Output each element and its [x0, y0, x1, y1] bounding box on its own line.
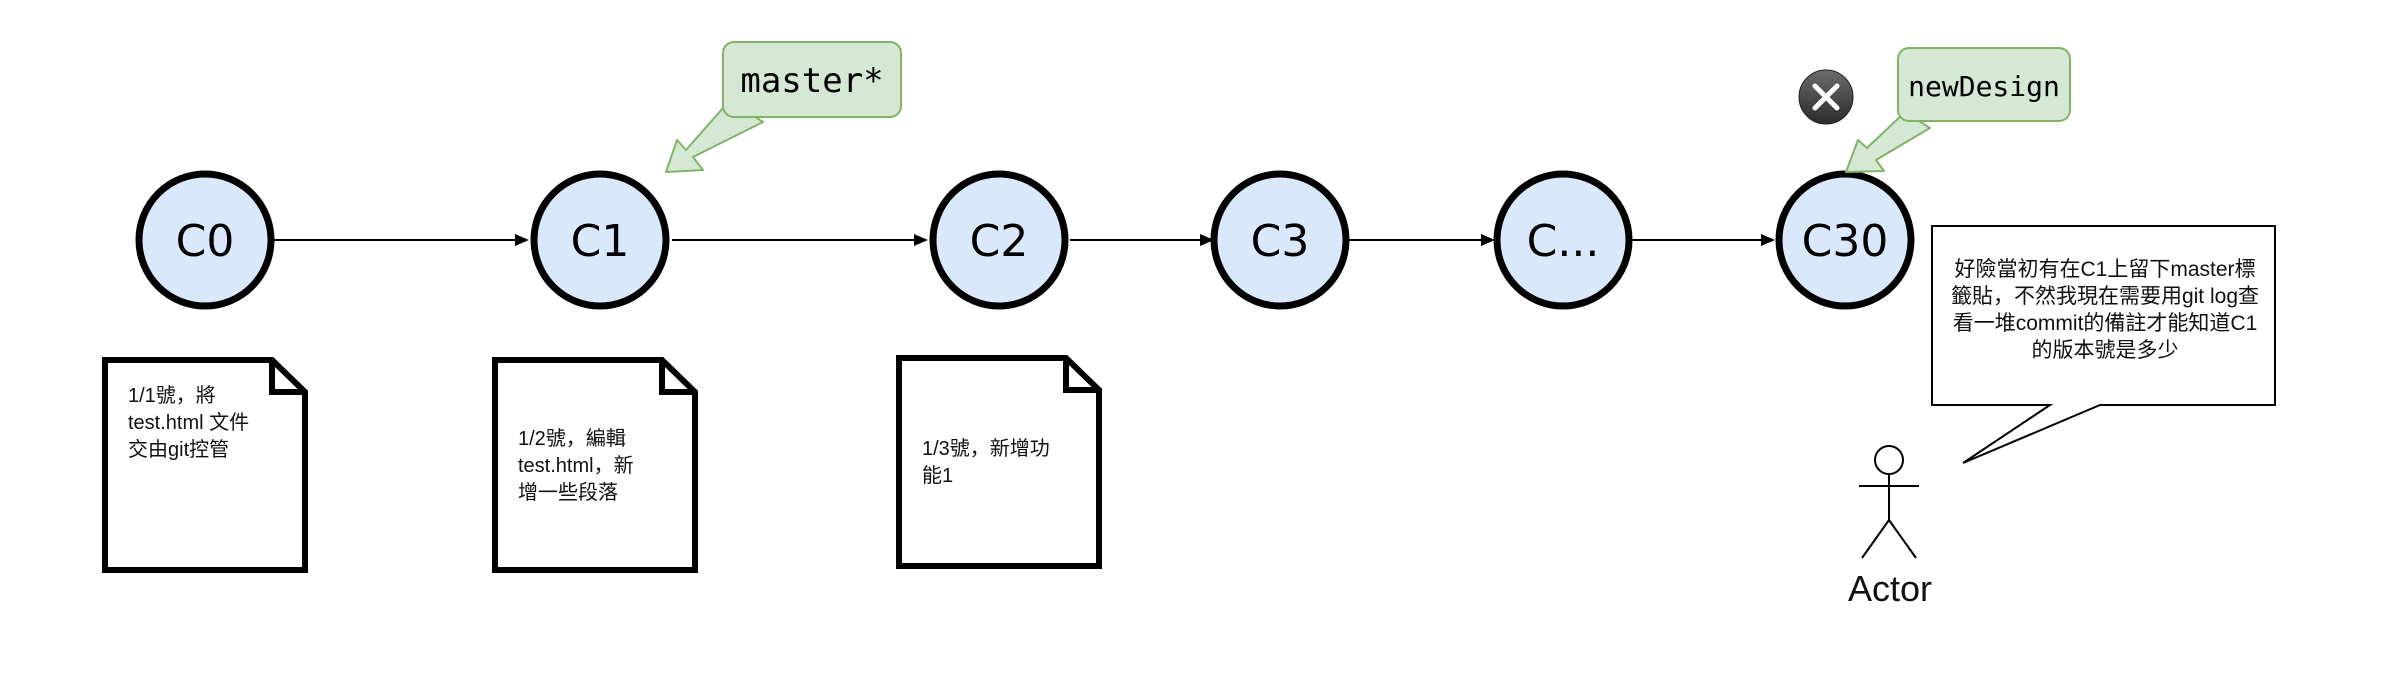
- commit-node-c4: C...: [1493, 170, 1633, 310]
- note-document-c1: [492, 357, 698, 573]
- commit-label: C1: [571, 216, 630, 267]
- speech-callout: [1931, 225, 2276, 464]
- close-circle-icon[interactable]: [1798, 69, 1854, 125]
- note-document-c0: [102, 357, 308, 573]
- commit-label: C0: [176, 216, 235, 267]
- note-text-c2: 1/3號，新增功 能1: [922, 438, 1050, 487]
- commit-node-c0: C0: [135, 170, 275, 310]
- newdesign-tag-pointer: [1845, 111, 1931, 173]
- actor-figure: [1859, 445, 1919, 559]
- branch-tag-newdesign: newDesign: [1845, 47, 2071, 173]
- callout-text: 好險當初有在C1上留下master標 籤貼，不然我現在需要用git log查 看…: [1950, 258, 2260, 362]
- actor-label: Actor: [1847, 568, 1933, 609]
- note-text-c1: 1/2號，編輯 test.html，新 增一些段落: [518, 428, 634, 504]
- commit-node-c3: C3: [1210, 170, 1350, 310]
- commit-label: C...: [1527, 216, 1600, 267]
- newdesign-tag-label: newDesign: [1908, 70, 2060, 103]
- note-text-c0: 1/1號，將 test.html 文件 交由git控管: [128, 385, 250, 461]
- commit-node-c1: C1: [530, 170, 670, 310]
- commit-label: C30: [1802, 216, 1889, 267]
- commit-label: C3: [1251, 216, 1310, 267]
- branch-tag-master: master*: [665, 41, 902, 173]
- master-tag-label: master*: [740, 61, 883, 101]
- commit-node-c30: C30: [1775, 170, 1915, 310]
- note-document-c2: [896, 355, 1102, 569]
- commit-node-c2: C2: [929, 170, 1069, 310]
- commit-label: C2: [970, 216, 1029, 267]
